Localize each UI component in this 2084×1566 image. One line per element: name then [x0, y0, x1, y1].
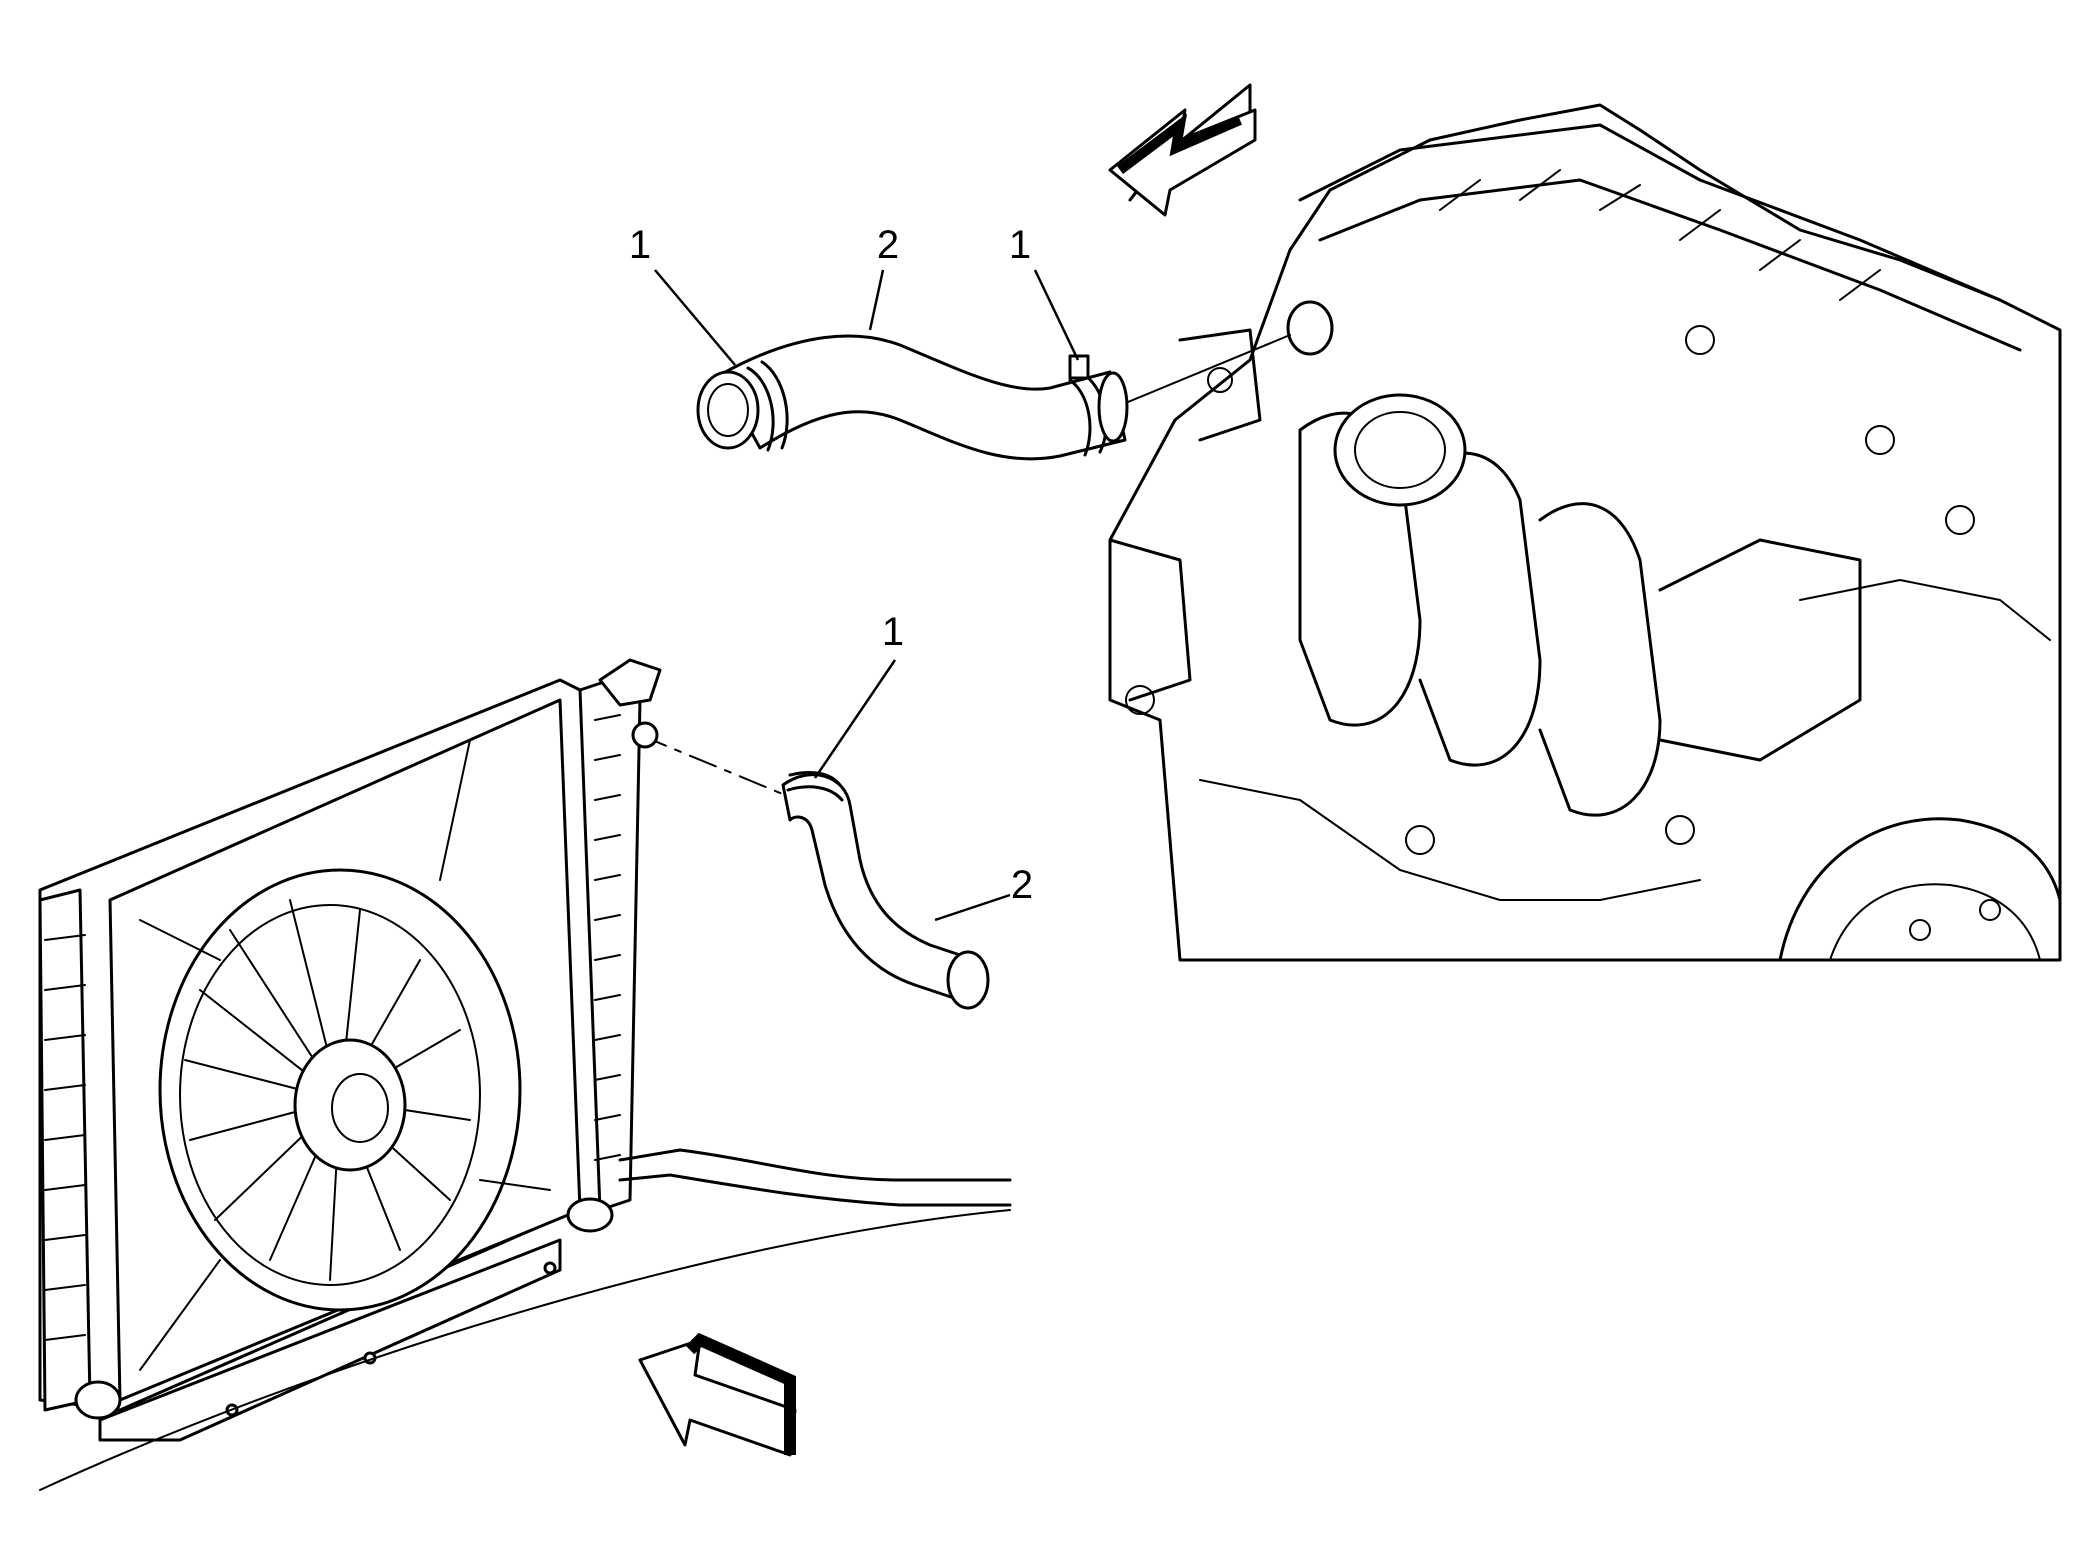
lower-radiator-hose — [639, 734, 990, 1010]
radiator-fan-assembly — [38, 658, 1012, 1491]
view-direction-arrow-icon — [638, 1332, 797, 1457]
view-direction-arrow-icon — [1108, 83, 1257, 217]
engine-assembly — [1108, 103, 2062, 962]
callout-lower-hose: 2 — [1011, 863, 1033, 907]
upper-radiator-hose — [696, 334, 1291, 461]
callout-clamp-upper-right: 1 — [1009, 223, 1031, 267]
callout-upper-hose: 2 — [877, 223, 899, 267]
callout-clamp-lower: 1 — [882, 610, 904, 654]
callout-clamp-upper-left: 1 — [629, 223, 651, 267]
callout-leaders — [654, 269, 1080, 922]
